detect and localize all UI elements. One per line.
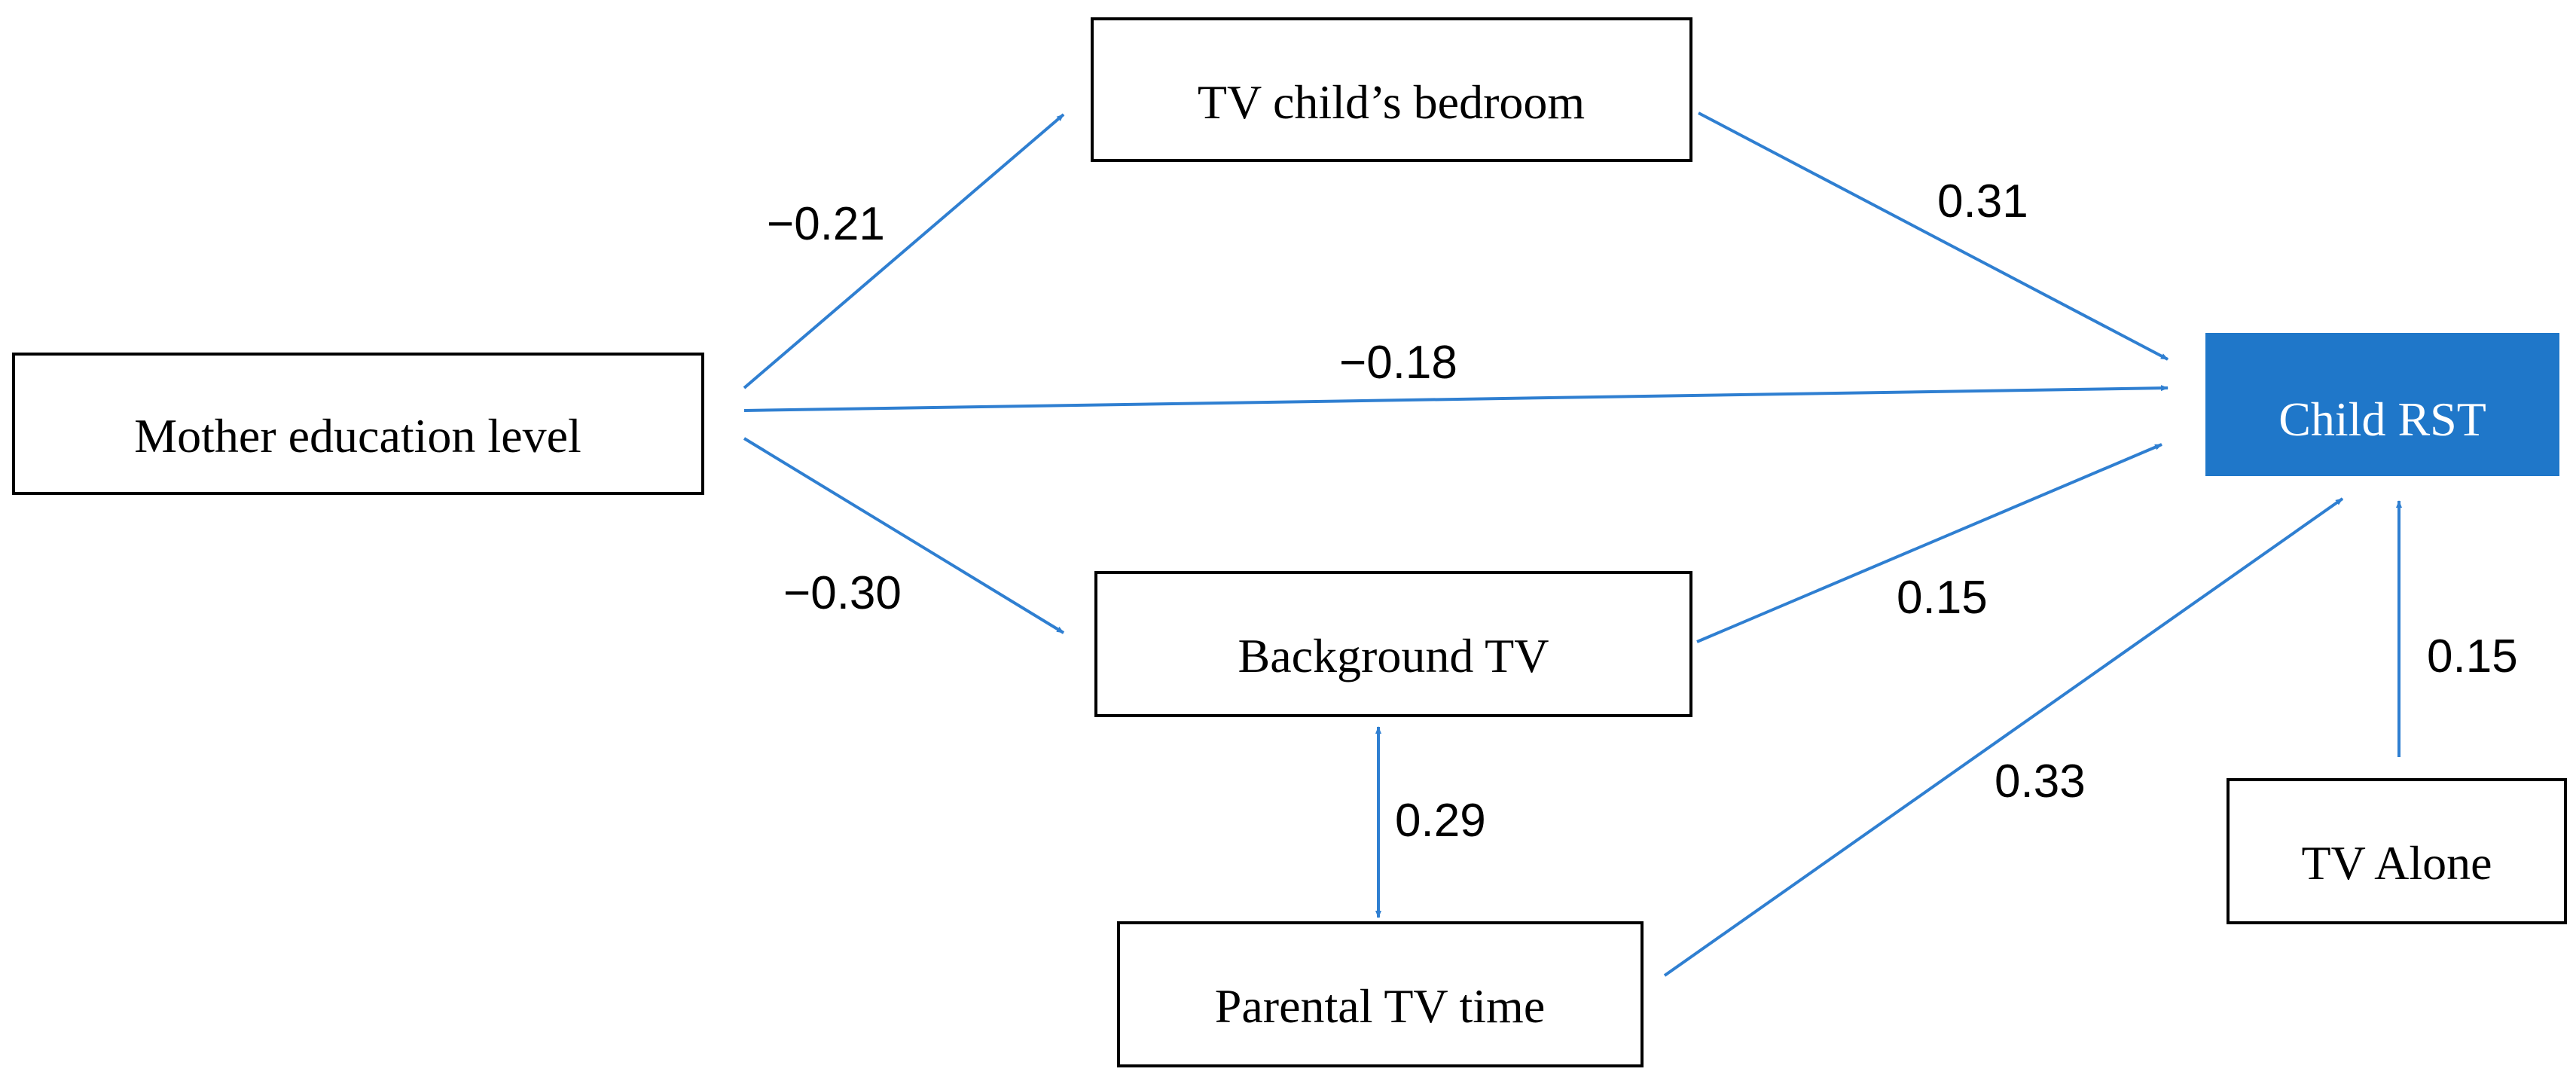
node-background-tv: Background TV (1094, 571, 1692, 717)
edge-bedroom-to-child-rst (1698, 111, 2169, 361)
edge-parental-to-child-rst (1663, 497, 2344, 977)
edge-mother-to-child-rst (743, 385, 2169, 412)
node-label: Background TV (1238, 629, 1549, 682)
edge-label-background-parental: 0.29 (1395, 795, 1486, 847)
node-parental-tv: Parental TV time (1117, 921, 1644, 1067)
edge-label-mother-to-background: −0.30 (783, 567, 902, 619)
node-label: Mother education level (134, 409, 581, 463)
edge-label-parental-to-child-rst: 0.33 (1995, 756, 2086, 808)
edge-label-alone-to-child-rst: 0.15 (2427, 631, 2518, 682)
node-tv-alone: TV Alone (2227, 778, 2567, 924)
node-child-rst: Child RST (2205, 333, 2559, 476)
node-label: TV child’s bedroom (1198, 75, 1585, 129)
edge-background-to-child-rst (1696, 443, 2162, 643)
edge-label-background-to-child-rst: 0.15 (1897, 572, 1988, 624)
node-label: Child RST (2278, 392, 2486, 446)
node-label: Parental TV time (1215, 979, 1545, 1033)
edge-mother-to-bedroom (743, 113, 1065, 389)
edge-label-mother-to-child-rst: −0.18 (1339, 337, 1457, 389)
edges (743, 111, 2402, 977)
edge-mother-to-background (743, 437, 1065, 634)
edge-labels: −0.21 −0.18 −0.30 0.31 0.15 0.29 0.33 0.… (767, 176, 2518, 847)
edge-label-bedroom-to-child-rst: 0.31 (1937, 176, 2028, 227)
node-tv-bedroom: TV child’s bedroom (1091, 17, 1692, 162)
node-label: TV Alone (2301, 836, 2492, 890)
node-mother-education: Mother education level (12, 353, 704, 495)
edge-label-mother-to-bedroom: −0.21 (767, 198, 885, 250)
